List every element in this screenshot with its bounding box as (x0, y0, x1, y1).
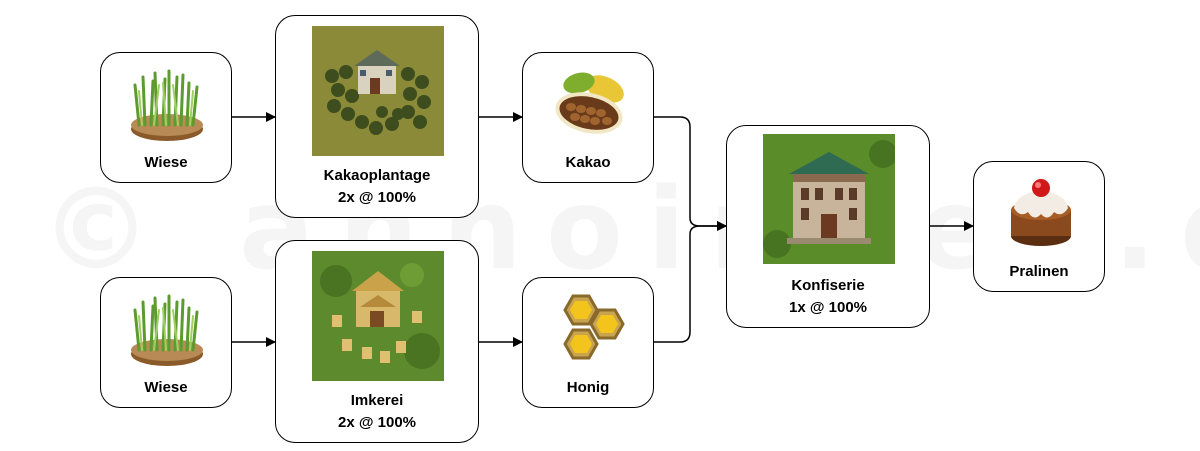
node-label: Imkerei (350, 392, 404, 409)
node-pralinen[interactable]: Pralinen (973, 161, 1105, 292)
confectionery-building (763, 134, 895, 264)
node-honig[interactable]: Honig (522, 277, 654, 408)
node-wiese-bottom[interactable]: Wiese (100, 277, 232, 408)
cocoa-pod-icon (555, 72, 624, 134)
grass-tile-icon (131, 294, 203, 366)
apiary-building (312, 251, 444, 381)
node-kakao[interactable]: Kakao (522, 52, 654, 183)
node-label: Pralinen (1009, 263, 1069, 280)
grass-tile-icon (131, 69, 203, 141)
cocoa-plantation-building (312, 26, 444, 156)
node-label: Wiese (144, 154, 188, 171)
node-label: Kakao (565, 154, 611, 171)
edge-kakao-to-konfiserie (654, 116, 727, 231)
node-imkerei[interactable]: Imkerei 2x @ 100% (275, 240, 479, 443)
node-rate: 1x @ 100% (788, 299, 867, 316)
node-label: Kakaoplantage (323, 167, 431, 184)
edge-honig-to-konfiserie (654, 221, 727, 343)
praline-cake-icon (1011, 179, 1071, 246)
node-rate: 2x @ 100% (337, 414, 416, 431)
node-label: Konfiserie (791, 277, 865, 294)
node-rate: 2x @ 100% (337, 189, 416, 206)
node-kakaoplantage[interactable]: Kakaoplantage 2x @ 100% (275, 15, 479, 218)
node-label: Wiese (144, 379, 188, 396)
node-label: Honig (566, 379, 610, 396)
honeycomb-icon (563, 294, 625, 360)
node-konfiserie[interactable]: Konfiserie 1x @ 100% (726, 125, 930, 328)
node-wiese-top[interactable]: Wiese (100, 52, 232, 183)
